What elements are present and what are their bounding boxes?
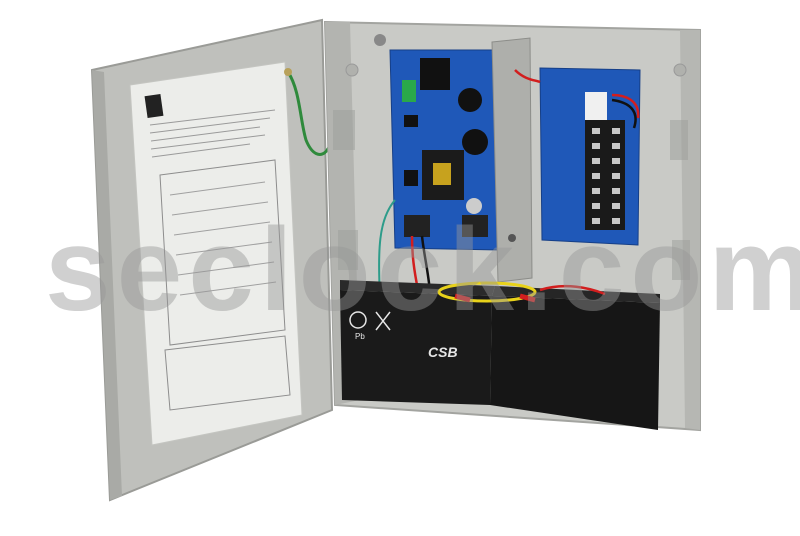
enclosure-door xyxy=(90,18,335,502)
recycle-icon xyxy=(349,311,367,329)
battery-left xyxy=(340,280,495,405)
battery-pb-label: Pb xyxy=(355,332,365,341)
crossed-bin-icon xyxy=(375,311,391,331)
distribution-board xyxy=(539,67,641,246)
power-supply-board xyxy=(389,49,501,251)
battery-right xyxy=(490,286,660,430)
battery-brand-logo: CSB xyxy=(428,344,458,360)
